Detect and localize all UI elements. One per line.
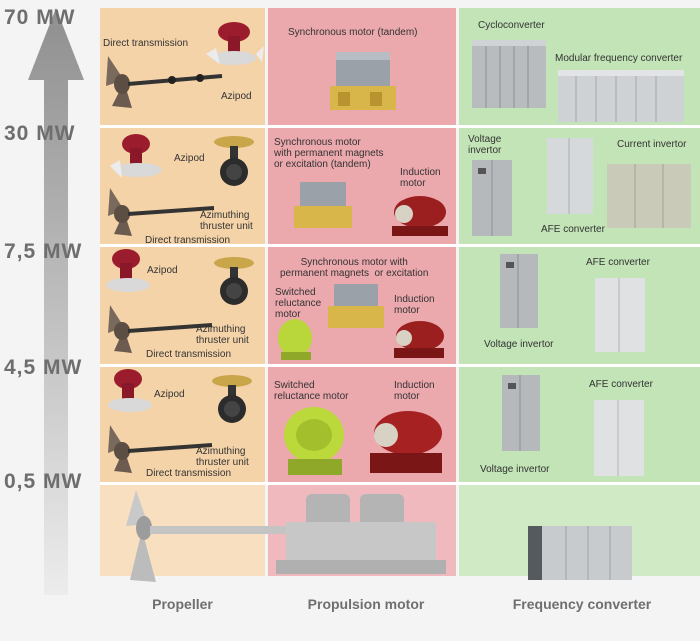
row70-cyclo-label: Cycloconverter <box>478 20 545 31</box>
row70-sync-motor-label: Synchronous motor (tandem) <box>288 27 418 38</box>
row45-induction-motor-graphic <box>370 411 442 473</box>
row30-current-label: Current invertor <box>617 139 687 150</box>
row75-direct-label: Direct transmission <box>146 349 232 360</box>
row30-voltage-label: Voltage invertor <box>468 134 502 156</box>
row75-sync-motor-label: Synchronous motor with permanent magnets… <box>280 257 429 279</box>
row75-sync-motor-graphic <box>328 284 384 328</box>
power-level-7-5: 7,5 MW <box>4 240 83 263</box>
row30-azipod-label: Azipod <box>174 153 205 164</box>
row70-modular-converter-graphic <box>558 70 684 122</box>
row30-induction-motor-graphic <box>392 196 448 236</box>
base-drive-train-graphic <box>126 490 446 582</box>
row30-direct-label: Direct transmission <box>145 235 231 246</box>
row75-switched-motor-graphic <box>278 319 312 360</box>
row45-direct-label: Direct transmission <box>146 468 232 479</box>
row75-azipod-label: Azipod <box>147 265 178 276</box>
row30-afe-label: AFE converter <box>541 224 605 235</box>
row30-afe-graphic <box>547 138 593 214</box>
row75-afe-label: AFE converter <box>586 257 650 268</box>
power-arrow-icon <box>28 8 84 595</box>
row30-sync-motor-graphic <box>294 182 352 228</box>
row30-current-invertor-graphic <box>607 164 691 228</box>
row45-induction-label: Induction motor <box>394 380 435 402</box>
row30-voltage-invertor-graphic <box>472 160 512 236</box>
propeller-row30-graphic <box>108 134 254 236</box>
row45-voltage-label: Voltage invertor <box>480 464 550 475</box>
row75-voltage-invertor-graphic <box>500 254 538 328</box>
power-level-70: 70 MW <box>4 6 76 29</box>
propeller-column-label: Propeller <box>152 596 213 612</box>
propeller-row45-graphic <box>108 369 252 473</box>
row30-thruster-label: Azimuthing thruster unit <box>200 210 253 232</box>
propeller-row75-graphic <box>106 249 254 353</box>
converter-column-label: Frequency converter <box>512 596 652 612</box>
row45-thruster-label: Azimuthing thruster unit <box>196 446 249 468</box>
row75-induction-label: Induction motor <box>394 294 435 316</box>
row70-azipod-label: Azipod <box>221 91 252 102</box>
row30-induction-label: Induction motor <box>400 167 441 189</box>
row70-sync-motor-graphic <box>330 52 396 110</box>
row70-direct-label: Direct transmission <box>103 38 189 49</box>
row45-afe-label: AFE converter <box>589 379 653 390</box>
row45-azipod-label: Azipod <box>154 389 185 400</box>
row75-afe-graphic <box>595 278 645 352</box>
row45-voltage-invertor-graphic <box>502 375 540 451</box>
power-level-30: 30 MW <box>4 122 76 145</box>
row45-switched-label: Switched reluctance motor <box>274 380 349 402</box>
row75-induction-motor-graphic <box>394 321 444 358</box>
row45-switched-motor-graphic <box>284 407 344 475</box>
row75-switched-label: Switched reluctance motor <box>275 287 322 320</box>
motor-column-label: Propulsion motor <box>307 596 425 612</box>
power-level-4-5: 4,5 MW <box>4 356 83 379</box>
row75-voltage-label: Voltage invertor <box>484 339 554 350</box>
row70-cycloconverter-graphic <box>472 40 546 108</box>
base-converter-graphic <box>528 526 632 580</box>
row70-modular-label: Modular frequency converter <box>555 53 683 64</box>
row30-sync-motor-label: Synchronous motor with permanent magnets… <box>274 137 384 170</box>
propeller-row70-graphic <box>106 22 264 108</box>
row75-thruster-label: Azimuthing thruster unit <box>196 324 249 346</box>
power-level-0-5: 0,5 MW <box>4 470 83 493</box>
row45-afe-graphic <box>594 400 644 476</box>
